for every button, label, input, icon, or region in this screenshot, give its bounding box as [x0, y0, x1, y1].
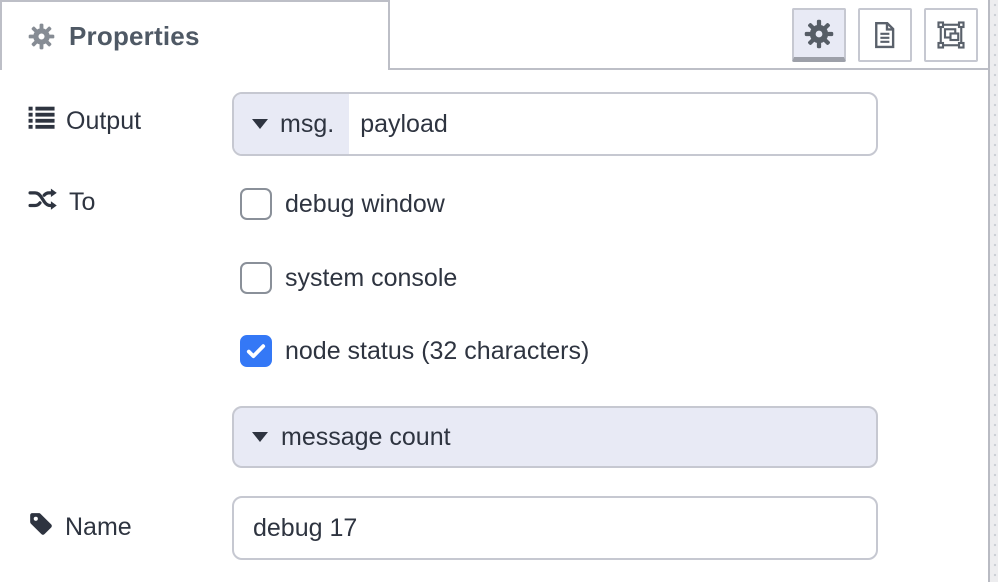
output-type-select[interactable]: msg.	[234, 94, 350, 154]
tab-bar-underline	[390, 68, 988, 70]
debug-window-checkbox[interactable]	[240, 188, 272, 220]
node-status-label[interactable]: node status (32 characters)	[285, 336, 590, 365]
document-icon	[870, 20, 900, 50]
node-status-checkbox[interactable]	[240, 335, 272, 367]
output-field-label: Output	[28, 104, 141, 138]
name-label: Name	[65, 513, 132, 541]
editor-toolbar	[792, 8, 978, 62]
name-input[interactable]	[234, 498, 876, 558]
output-label: Output	[66, 106, 142, 135]
output-type-prefix: msg.	[280, 109, 335, 138]
to-label: To	[69, 188, 96, 216]
status-source-value: message count	[281, 422, 451, 451]
shuffle-icon	[28, 186, 58, 219]
caret-down-icon	[252, 432, 268, 442]
system-console-checkbox[interactable]	[240, 262, 272, 294]
output-typed-input: msg.	[232, 92, 878, 156]
debug-window-label[interactable]: debug window	[285, 189, 445, 218]
gear-icon	[28, 23, 55, 50]
system-console-checkbox-row[interactable]: system console	[240, 262, 457, 294]
workspace-background	[988, 0, 998, 582]
node-status-checkbox-row[interactable]: node status (32 characters)	[240, 335, 589, 367]
status-source-select[interactable]: message count	[232, 406, 878, 468]
appearance-icon	[936, 20, 966, 50]
name-field-label: Name	[28, 511, 132, 544]
tag-icon	[28, 511, 54, 544]
tab-properties[interactable]: Properties	[0, 0, 390, 70]
gear-icon	[804, 19, 834, 49]
to-field-label: To	[28, 186, 95, 219]
caret-down-icon	[252, 119, 268, 129]
system-console-label[interactable]: system console	[285, 263, 458, 292]
tab-properties-label: Properties	[69, 20, 200, 51]
name-input-wrap	[232, 496, 878, 560]
debug-window-checkbox-row[interactable]: debug window	[240, 188, 445, 220]
output-property-input[interactable]	[349, 94, 876, 154]
list-icon	[28, 104, 55, 138]
tab-bar: Properties	[0, 0, 988, 70]
appearance-tab-button[interactable]	[924, 8, 978, 62]
properties-tab-button[interactable]	[792, 8, 846, 62]
description-tab-button[interactable]	[858, 8, 912, 62]
